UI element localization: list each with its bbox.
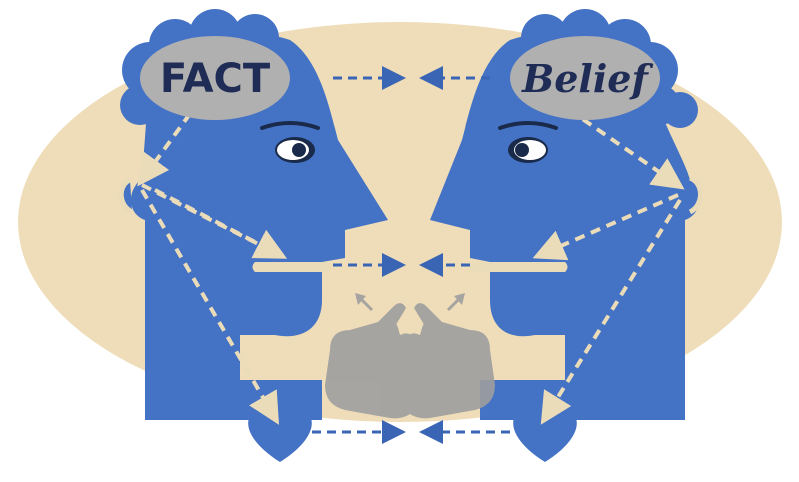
belief-bubble <box>510 36 660 120</box>
right-mouth-bar <box>470 262 568 272</box>
pinch-zoom-hands-icon <box>325 293 495 419</box>
belief-label: Belief <box>521 56 653 101</box>
fact-bubble <box>140 36 290 120</box>
left-mouth-bar <box>252 262 330 272</box>
fact-label: FACT <box>160 56 271 102</box>
